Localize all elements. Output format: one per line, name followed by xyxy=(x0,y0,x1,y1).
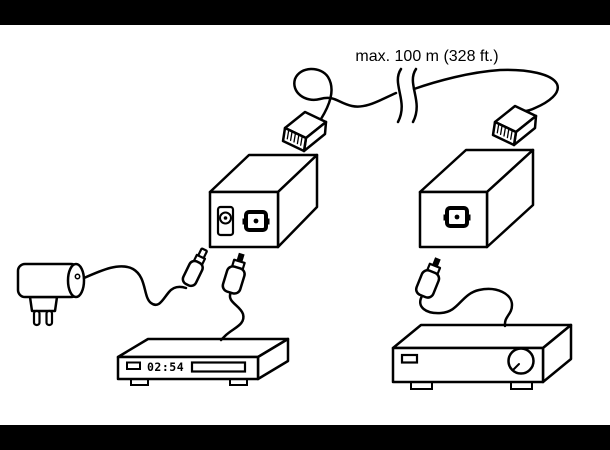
adapter-cable-nub xyxy=(74,273,81,280)
amp-front-face xyxy=(391,346,545,384)
rj45-right-pins xyxy=(496,123,513,140)
adapter-end-cap xyxy=(66,262,86,299)
adapter-pin-left xyxy=(32,309,41,327)
optical-plug-left-body xyxy=(221,265,246,295)
cable-break-mark-icon xyxy=(396,67,418,124)
player-time-display: 02:54 xyxy=(147,360,184,374)
volume-knob-icon xyxy=(507,347,535,375)
adapter-pin-right xyxy=(45,309,54,327)
letterbox-top xyxy=(0,0,610,25)
rj45-plug-left-icon xyxy=(281,110,328,153)
network-cable-right-segment xyxy=(412,68,560,113)
optical-cable-left xyxy=(219,290,245,342)
amp-top-face xyxy=(391,323,573,350)
dc-power-jack-icon xyxy=(216,205,235,237)
rj45-plug-right-icon xyxy=(491,104,538,147)
transmitter-unit xyxy=(208,153,319,249)
amp-power-button xyxy=(400,353,419,364)
optical-plug-left-icon xyxy=(221,252,246,295)
amplifier xyxy=(391,323,573,390)
letterbox-bottom xyxy=(0,425,610,450)
player-ir-sensor xyxy=(126,361,141,370)
optical-cable-right xyxy=(419,287,514,328)
receiver-unit xyxy=(418,148,535,249)
player-disc-tray xyxy=(190,361,247,373)
dc-power-cable xyxy=(82,265,188,307)
optical-plug-right-icon xyxy=(414,257,442,299)
dc-barrel-plug-icon xyxy=(181,247,208,288)
optical-port-left-icon xyxy=(242,210,270,232)
network-cable-left-segment xyxy=(293,67,398,121)
adapter-plug-base xyxy=(28,295,59,313)
optical-plug-right-body xyxy=(414,269,441,299)
source-player: 02:54 xyxy=(116,337,290,386)
cable-length-label: max. 100 m (328 ft.) xyxy=(355,48,498,65)
power-adapter-icon xyxy=(16,262,86,327)
dc-plug-body xyxy=(181,259,204,288)
optical-port-right-icon xyxy=(443,206,471,228)
rj45-left-pins xyxy=(286,129,303,146)
